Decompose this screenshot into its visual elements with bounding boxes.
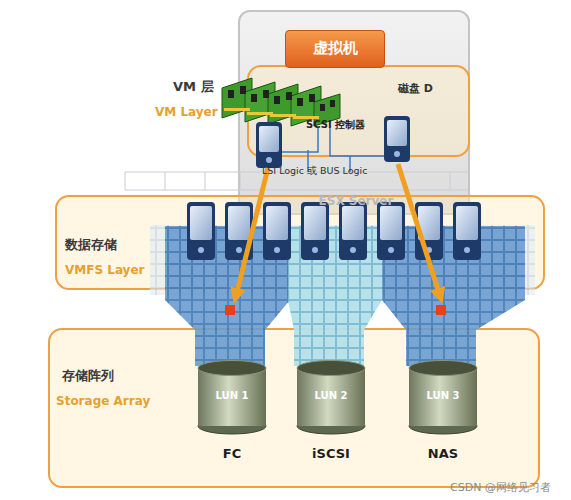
layer-band: 存储阵列 Storage Array LUN 1 FC LUN 2 iSCSI LUN 3 N… — [48, 328, 540, 488]
layer-band: 数据存储 VMFS Layer — [55, 195, 545, 290]
node-title: LUN 2 — [296, 390, 366, 402]
node-title: ESX Server — [300, 194, 412, 208]
node-title: 数据存储 — [65, 237, 145, 253]
node-title: LUN 1 — [197, 390, 267, 402]
node-subtitle: FC — [197, 446, 267, 462]
part-label: LSI Logic 或 BUS Logic — [262, 165, 367, 176]
part-label: SCSI 控制器 — [306, 119, 365, 131]
node-subtitle: NAS — [408, 446, 478, 462]
layer-band: VM 层VM Layer — [247, 65, 470, 157]
node-title: VM 层 — [173, 79, 243, 95]
lun-cylinder: LUN 3 NAS — [408, 360, 478, 468]
lun-cylinder: LUN 1 FC — [197, 360, 267, 468]
node-subtitle: VM Layer — [155, 105, 245, 119]
lun-cylinder: LUN 2 iSCSI — [296, 360, 366, 468]
node-title: 存储阵列 — [62, 368, 142, 384]
node-subtitle: Storage Array — [56, 394, 166, 408]
node-title: LUN 3 — [408, 390, 478, 402]
node-subtitle: VMFS Layer — [65, 263, 165, 277]
vm-box: 虚拟机 — [285, 30, 385, 68]
node-title: 虚拟机 — [286, 39, 384, 57]
watermark: CSDN @网络见习者 — [450, 481, 551, 494]
node-subtitle: iSCSI — [296, 446, 366, 462]
part-label: 磁盘 D — [398, 82, 433, 95]
